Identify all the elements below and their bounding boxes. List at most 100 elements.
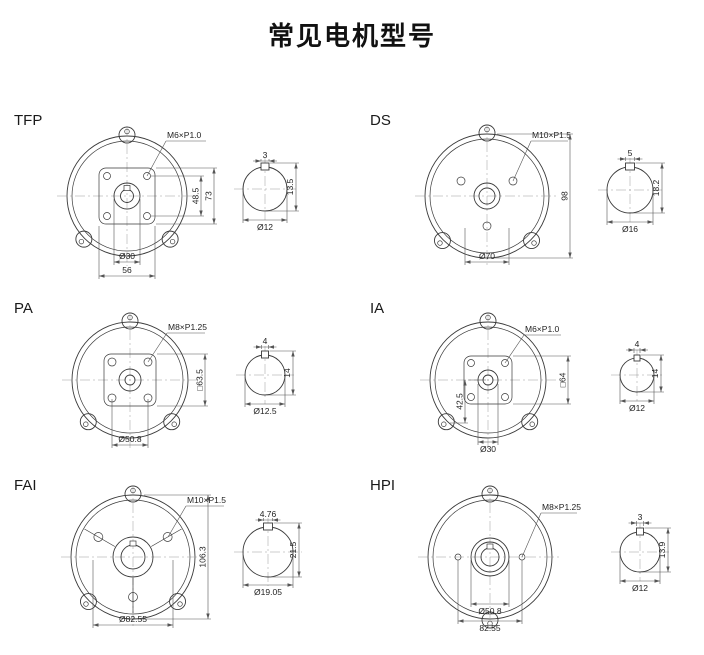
arrowhead <box>620 157 626 161</box>
tab-hole <box>529 421 535 427</box>
arrowhead <box>258 518 264 522</box>
dimension-label: 42.5 <box>455 393 465 410</box>
arrowhead <box>648 399 654 403</box>
arrowhead <box>281 218 287 222</box>
bolt-hole <box>482 221 492 231</box>
dimension-label: 14 <box>650 369 660 379</box>
mount-tab <box>161 230 179 248</box>
arrowhead <box>114 260 120 264</box>
arrowhead <box>516 619 522 623</box>
mount-tab <box>169 593 186 610</box>
dimension-label: 13.9 <box>657 541 667 558</box>
shaft-key <box>261 350 269 359</box>
dimension-label: 56 <box>122 265 132 275</box>
arrowhead <box>634 157 640 161</box>
arrowhead <box>492 440 498 444</box>
bolt-square <box>463 355 513 405</box>
arrowhead <box>503 260 509 264</box>
dimension-label: Ø12.5 <box>253 406 276 416</box>
bolt-hole <box>107 357 117 367</box>
arrowhead <box>245 402 251 406</box>
arrowhead <box>566 398 570 404</box>
dimension-label: Ø16 <box>622 224 638 234</box>
dimension-label: 3 <box>638 512 643 522</box>
dimension-label: 21.5 <box>288 541 298 558</box>
arrowhead <box>269 159 275 163</box>
bolt-hole <box>467 393 475 401</box>
dimension-label: □64 <box>558 372 568 387</box>
cell-label-pa: PA <box>14 300 33 317</box>
spoke-line <box>151 528 182 547</box>
tab-hole <box>83 601 89 607</box>
bolt-hole <box>103 212 111 220</box>
arrowhead <box>294 205 298 211</box>
arrowhead <box>471 602 477 606</box>
center-bore <box>473 182 501 210</box>
cell-label-hpi: HPI <box>370 477 396 494</box>
bolt-hole <box>143 357 153 367</box>
shaft-key <box>633 354 641 362</box>
spoke-line <box>84 528 115 547</box>
dimension-label: Ø70 <box>479 251 495 261</box>
cell-label-tfp: TFP <box>14 112 43 129</box>
arrowhead <box>212 168 216 174</box>
arrowhead <box>458 619 464 623</box>
mount-tab <box>163 413 181 431</box>
arrowhead <box>272 518 278 522</box>
shaft-key <box>636 527 644 536</box>
dimension-label: 73 <box>204 191 214 201</box>
tab-hole <box>437 240 443 246</box>
shaft-key <box>625 162 635 171</box>
arrowhead <box>203 400 207 406</box>
bolt-hole <box>508 176 518 186</box>
arrowhead <box>465 260 471 264</box>
dimension-label: 4 <box>263 336 268 346</box>
dimension-label: 48.5 <box>191 187 201 204</box>
dimension-label: 4 <box>635 339 640 349</box>
center-bore <box>113 182 141 210</box>
bolt-square <box>103 353 157 407</box>
arrowhead <box>643 521 649 525</box>
dimension-label: 3 <box>263 150 268 160</box>
arrowhead <box>243 218 249 222</box>
arrowhead <box>243 583 249 587</box>
arrowhead <box>568 134 572 140</box>
arrowhead <box>566 356 570 362</box>
thread-label: M6×P1.0 <box>525 324 560 334</box>
bolt-hole <box>103 172 111 180</box>
arrowhead <box>659 386 663 392</box>
center-bore <box>112 536 154 578</box>
arrowhead <box>631 521 637 525</box>
cell-label-ia: IA <box>370 300 385 317</box>
arrowhead <box>297 571 301 577</box>
dimension-label: Ø30 <box>119 251 135 261</box>
bore-keyway <box>486 543 494 550</box>
dimension-label: Ø82.55 <box>119 614 147 624</box>
tab-hole <box>485 314 491 321</box>
bore-keyway <box>129 540 137 547</box>
bore-keyway <box>123 185 131 191</box>
arrowhead <box>478 440 484 444</box>
arrowhead <box>628 348 634 352</box>
bolt-hole <box>143 172 151 180</box>
tab-hole <box>78 238 85 245</box>
arrowhead <box>291 389 295 395</box>
dimension-label: Ø19.05 <box>254 587 282 597</box>
bolt-hole <box>456 176 466 186</box>
center-bore <box>470 537 510 577</box>
tab-hole <box>487 487 493 494</box>
page-title: 常见电机型号 <box>267 21 436 51</box>
leader-line <box>521 512 542 558</box>
center-bore <box>124 374 136 386</box>
arrowhead <box>112 443 118 447</box>
shaft-outline <box>242 526 294 578</box>
arrowhead <box>660 163 664 169</box>
center-bore <box>118 368 142 392</box>
leader-line <box>146 140 167 177</box>
shaft-key <box>263 522 273 531</box>
dimension-label: 5 <box>628 148 633 158</box>
